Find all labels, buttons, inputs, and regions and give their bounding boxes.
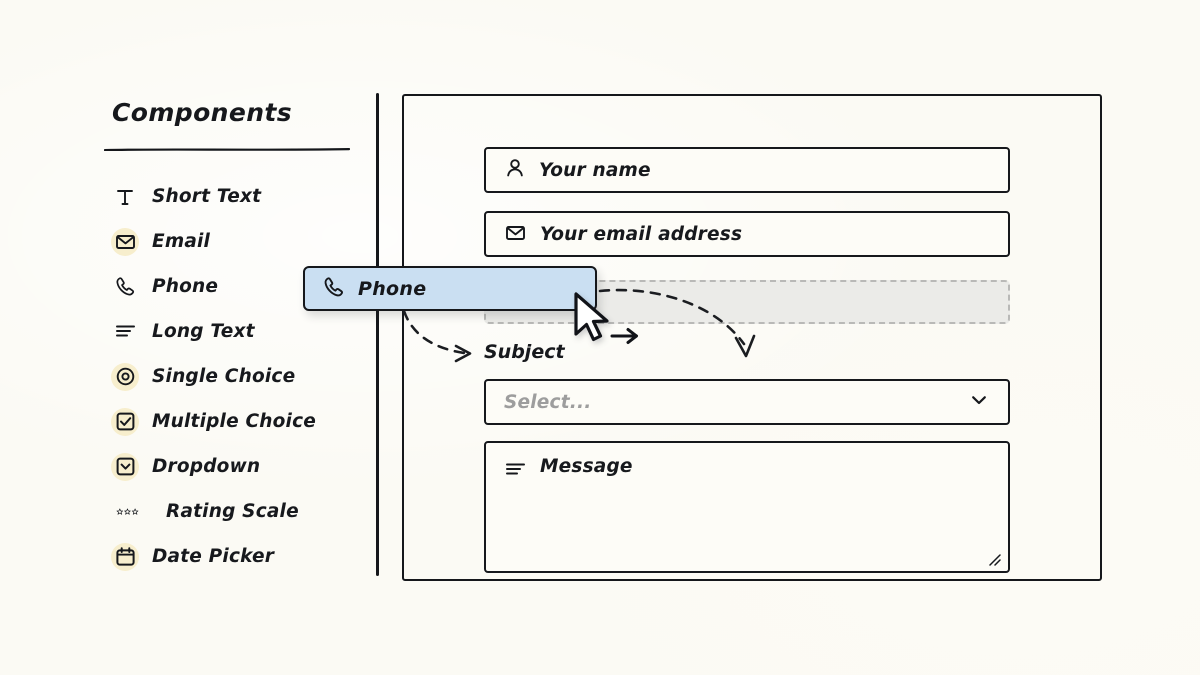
sidebar-title: Components xyxy=(112,98,293,127)
sidebar-item-label: Long Text xyxy=(152,321,255,342)
move-right-arrow-icon xyxy=(610,328,638,344)
components-sidebar: Components Short Text xyxy=(104,98,359,571)
dropdown-icon xyxy=(110,452,140,482)
email-field[interactable]: Your email address xyxy=(484,211,1010,257)
chevron-down-icon[interactable] xyxy=(968,389,990,415)
phone-icon xyxy=(322,275,346,303)
sidebar-item-label: Short Text xyxy=(152,186,262,207)
subject-select[interactable]: Select... xyxy=(484,379,1010,425)
sidebar-item-label: Date Picker xyxy=(152,546,275,567)
checkbox-icon xyxy=(110,407,140,437)
sidebar-item-label: Email xyxy=(152,231,211,252)
email-icon xyxy=(110,227,140,257)
name-field[interactable]: Your name xyxy=(484,147,1010,193)
dragging-phone-chip[interactable]: Phone xyxy=(303,266,597,311)
sidebar-item-single-choice[interactable]: Single Choice xyxy=(110,354,360,399)
chip-label: Phone xyxy=(358,277,427,300)
long-text-icon xyxy=(504,458,527,485)
sidebar-item-label: Phone xyxy=(152,276,219,297)
sidebar-item-label: Rating Scale xyxy=(166,501,299,522)
sidebar-item-label: Multiple Choice xyxy=(152,411,316,432)
star-rating-icon xyxy=(110,497,140,527)
calendar-icon xyxy=(110,542,140,572)
sidebar-item-rating-scale[interactable]: Rating Scale xyxy=(110,489,360,534)
long-text-icon xyxy=(110,317,140,347)
name-field-placeholder: Your name xyxy=(539,159,651,181)
person-icon xyxy=(504,157,526,183)
sidebar-item-label: Dropdown xyxy=(152,456,261,477)
short-text-icon xyxy=(110,182,140,212)
email-field-placeholder: Your email address xyxy=(540,223,743,245)
sidebar-item-short-text[interactable]: Short Text xyxy=(110,174,360,219)
message-textarea[interactable]: Message xyxy=(484,441,1010,573)
resize-handle-icon[interactable] xyxy=(987,552,1001,566)
components-list: Short Text Email Phon xyxy=(110,174,360,579)
phone-icon xyxy=(110,272,140,302)
select-value: Select... xyxy=(504,391,592,413)
radio-button-icon xyxy=(110,362,140,392)
sidebar-item-email[interactable]: Email xyxy=(110,219,360,264)
envelope-icon xyxy=(504,221,527,248)
subject-label: Subject xyxy=(484,341,565,363)
sidebar-item-multiple-choice[interactable]: Multiple Choice xyxy=(110,399,360,444)
sidebar-title-divider xyxy=(104,148,350,151)
sidebar-item-date-picker[interactable]: Date Picker xyxy=(110,534,360,579)
sidebar-item-phone[interactable]: Phone xyxy=(110,264,360,309)
message-placeholder: Message xyxy=(540,456,633,477)
sidebar-item-long-text[interactable]: Long Text xyxy=(110,309,360,354)
sidebar-item-label: Single Choice xyxy=(152,366,296,387)
form-preview-panel: Your name Your email address Subject Sel… xyxy=(402,94,1102,581)
sidebar-item-dropdown[interactable]: Dropdown xyxy=(110,444,360,489)
panel-divider xyxy=(376,93,379,576)
